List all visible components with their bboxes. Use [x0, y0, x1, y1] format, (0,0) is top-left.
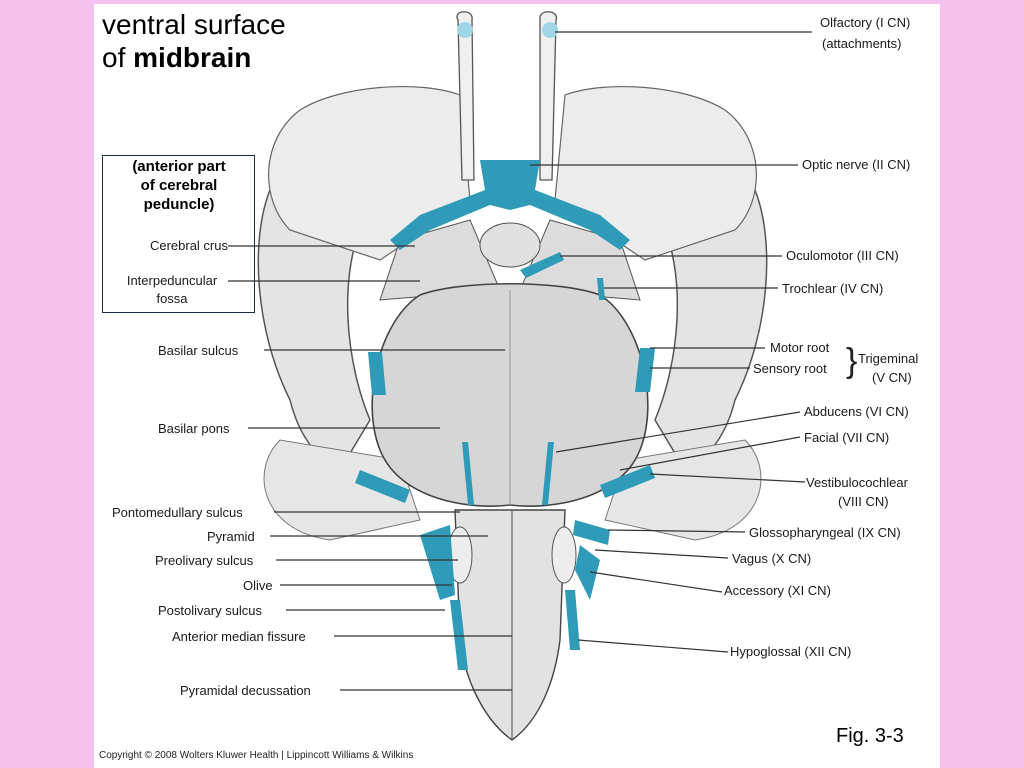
- label-trochlear: Trochlear (IV CN): [782, 281, 884, 296]
- title-line-2: of midbrain: [102, 41, 286, 74]
- label-sensory-root: Sensory root: [753, 361, 827, 376]
- vestibulocochlear-nerve: [600, 465, 655, 498]
- right-olfactory-tract: [539, 11, 558, 181]
- left-cerebellum: [263, 439, 421, 541]
- callout-line-1: (anterior part: [132, 158, 226, 175]
- label-motor-root: Motor root: [770, 340, 830, 355]
- callout-line-2: of cerebral: [140, 177, 218, 194]
- mammillary-bodies: [479, 222, 541, 268]
- title-bold: midbrain: [133, 42, 252, 73]
- label-pyramidal-decussation: Pyramidal decussation: [180, 683, 311, 698]
- label-interpeduncular-1: Interpeduncular: [126, 273, 218, 288]
- left-leader-lines: [228, 245, 512, 691]
- callout-line-3: peduncle): [143, 196, 215, 213]
- hypoglossal-rootlets: [565, 590, 580, 650]
- callout-box: [102, 155, 255, 313]
- label-vestibulocochlear-1: Vestibulocochlear: [806, 475, 908, 490]
- label-pyramid: Pyramid: [207, 529, 255, 544]
- callout-text: (anterior part of cerebral peduncle): [104, 157, 254, 214]
- label-hypoglossal: Hypoglossal (XII CN): [730, 644, 852, 659]
- oculomotor-nerve: [520, 252, 564, 278]
- left-trigeminal: [368, 352, 386, 395]
- left-abducens: [462, 442, 474, 505]
- label-glossopharyngeal: Glossopharyngeal (IX CN): [749, 525, 901, 540]
- label-optic-nerve: Optic nerve (II CN): [802, 157, 911, 172]
- left-vestibulocochlear: [355, 470, 410, 503]
- label-facial: Facial (VII CN): [804, 430, 890, 445]
- copyright-text: Copyright © 2008 Wolters Kluwer Health |…: [99, 750, 414, 761]
- label-olfactory-2: (attachments): [822, 36, 902, 51]
- label-preolivary-sulcus: Preolivary sulcus: [155, 553, 254, 568]
- left-olfactory-bulb: [457, 22, 473, 38]
- label-anterior-median-fissure: Anterior median fissure: [172, 629, 306, 644]
- left-hypoglossal-rootlets: [450, 600, 468, 670]
- optic-chiasm: [390, 160, 630, 250]
- figure-label: Fig. 3-3: [836, 725, 904, 747]
- label-oculomotor: Oculomotor (III CN): [786, 248, 899, 263]
- label-postolivary-sulcus: Postolivary sulcus: [158, 603, 263, 618]
- label-basilar-pons: Basilar pons: [158, 421, 230, 436]
- trigeminal-brace: }: [846, 342, 857, 380]
- title-prefix: of: [102, 42, 134, 73]
- right-leader-lines: [530, 31, 812, 653]
- right-olfactory-bulb: [542, 22, 558, 38]
- label-trigeminal-1: Trigeminal: [858, 351, 919, 366]
- vagus-rootlets: [575, 545, 600, 600]
- glossopharyngeal-nerve: [573, 520, 610, 545]
- abducens-nerve: [542, 442, 554, 505]
- label-trigeminal-2: (V CN): [872, 370, 912, 385]
- label-interpeduncular-2: fossa: [156, 291, 188, 306]
- label-vagus: Vagus (X CN): [732, 551, 812, 566]
- label-cerebral-crus: Cerebral crus: [149, 238, 228, 253]
- title-line-1: ventral surface: [102, 9, 286, 40]
- label-accessory: Accessory (XI CN): [724, 583, 831, 598]
- left-ix-x-rootlets: [420, 525, 455, 600]
- label-basilar-sulcus: Basilar sulcus: [158, 343, 239, 358]
- left-olfactory-tract: [456, 11, 475, 181]
- label-abducens: Abducens (VI CN): [804, 404, 909, 419]
- label-vestibulocochlear-2: (VIII CN): [838, 494, 889, 509]
- right-trigeminal: [635, 348, 655, 392]
- trochlear-nerve: [597, 278, 605, 300]
- label-olive: Olive: [243, 578, 273, 593]
- label-olfactory-1: Olfactory (I CN): [820, 15, 911, 30]
- label-pontomedullary-sulcus: Pontomedullary sulcus: [112, 505, 243, 520]
- slide-title: ventral surface of midbrain: [102, 8, 286, 74]
- right-olive: [551, 526, 577, 584]
